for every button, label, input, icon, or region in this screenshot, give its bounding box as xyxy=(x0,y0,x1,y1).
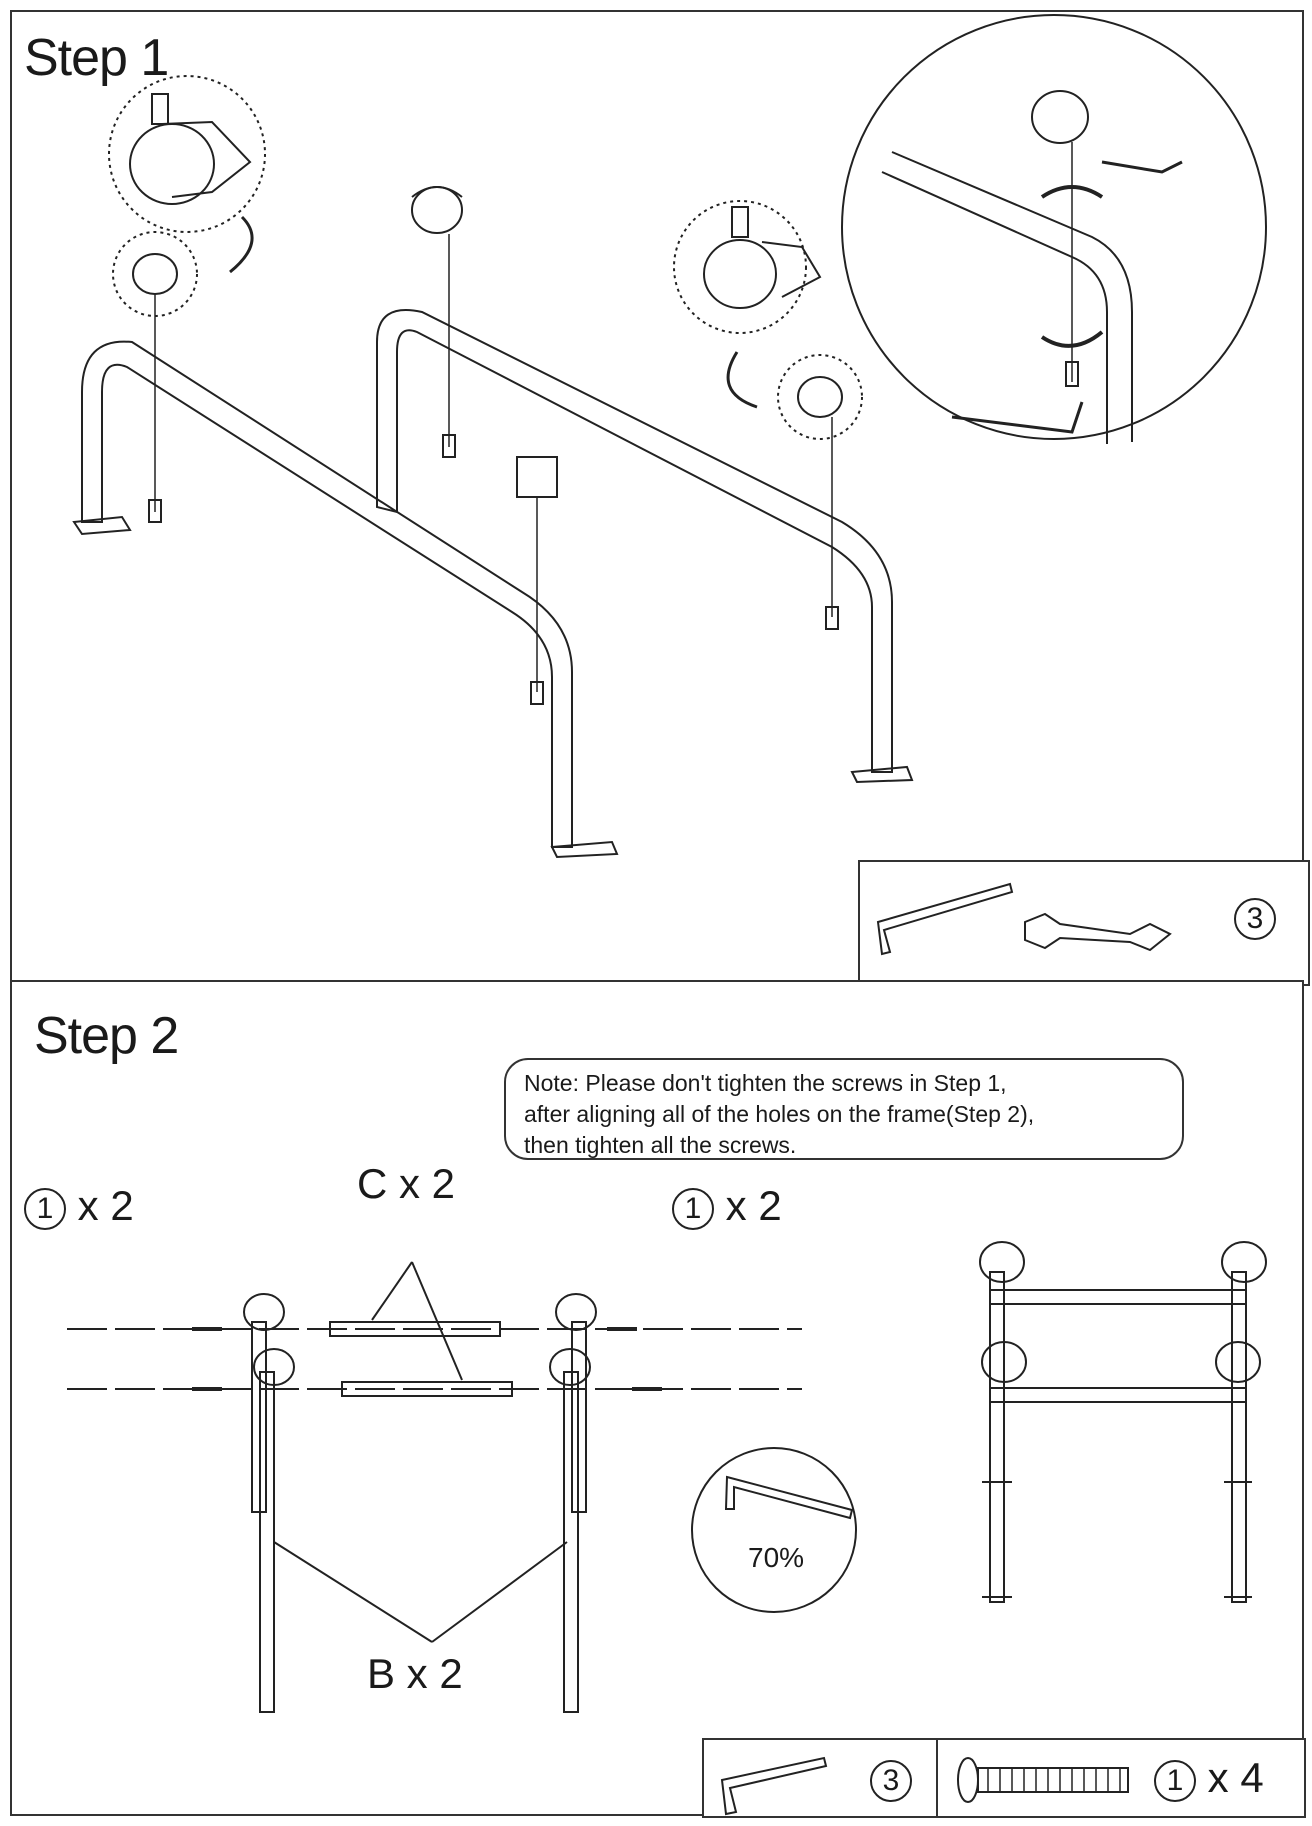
note-line-2: after aligning all of the holes on the f… xyxy=(524,1101,1035,1127)
back-frame xyxy=(376,309,893,773)
step-2-panel: Step 2 Note: Please don't tighten the sc… xyxy=(10,980,1306,1818)
right-screw-count: 1 x 2 xyxy=(672,1182,782,1230)
bolt-icon xyxy=(957,1757,1129,1803)
step-1-tool-box: 3 xyxy=(858,860,1310,986)
assembled-frame xyxy=(979,1241,1267,1603)
caster-zoom-circle xyxy=(108,75,266,233)
assembly-note: Note: Please don't tighten the screws in… xyxy=(504,1058,1184,1160)
step-1-tool-ref: 3 xyxy=(1234,892,1276,940)
step-1-title: Step 1 xyxy=(24,29,169,87)
step-2-tool-ref: 3 xyxy=(870,1754,912,1802)
step-2-illustration xyxy=(67,1241,1267,1713)
left-screw-count: 1 x 2 xyxy=(24,1182,134,1230)
bolt-count: 1 x 4 xyxy=(1154,1754,1264,1802)
step-2-tool-box-bolt: 1 x 4 xyxy=(936,1738,1306,1818)
note-line-3: then tighten all the screws. xyxy=(524,1132,797,1158)
note-line-1: Note: Please don't tighten the screws in… xyxy=(524,1070,1007,1096)
step-1-illustration xyxy=(72,14,1267,859)
step-1-panel: Step 1 xyxy=(10,10,1310,986)
allen-key-icon xyxy=(720,1756,828,1816)
step-2-title: Step 2 xyxy=(34,1007,179,1065)
front-frame xyxy=(81,340,573,848)
step-2-tool-box-allen: 3 xyxy=(702,1738,938,1818)
label-b-count: B x 2 xyxy=(367,1650,463,1697)
detail-zoom-circle xyxy=(841,14,1267,440)
allen-key-and-wrench-icon xyxy=(876,882,1172,956)
wrench-percent: 70% xyxy=(748,1542,805,1573)
label-c-count: C x 2 xyxy=(357,1160,456,1207)
torque-circle xyxy=(691,1447,857,1613)
center-connector xyxy=(516,456,558,498)
